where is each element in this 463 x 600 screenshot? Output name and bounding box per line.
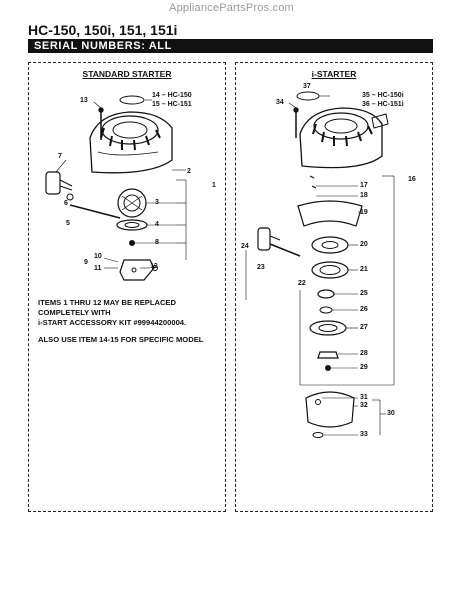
- serial-numbers-bar: SERIAL NUMBERS: ALL: [28, 39, 433, 53]
- callout-36: 36 – HC-151i: [362, 101, 404, 108]
- callout-11: 11: [94, 265, 102, 272]
- callout-16: 16: [408, 176, 416, 183]
- right-guard-19: [297, 200, 363, 227]
- callout-17: 17: [360, 182, 368, 189]
- standard-starter-title: STANDARD STARTER: [82, 69, 172, 79]
- right-pulley-21: [311, 261, 349, 279]
- callout-7: 7: [58, 153, 62, 160]
- left-handle: [45, 171, 61, 195]
- callout-3: 3: [155, 199, 159, 206]
- right-rope: [269, 243, 301, 257]
- callout-8: 8: [155, 239, 159, 246]
- left-cap-ring: [119, 95, 145, 105]
- callout-30: 30: [387, 410, 395, 417]
- callout-19: 19: [360, 209, 368, 216]
- callout-6: 6: [64, 200, 68, 207]
- callout-12: 12: [150, 263, 158, 270]
- callout-32: 32: [360, 402, 368, 409]
- callout-15: 15 – HC-151: [152, 101, 192, 108]
- right-housing: [299, 107, 383, 169]
- callout-33: 33: [360, 431, 368, 438]
- callout-10: 10: [94, 253, 102, 260]
- left-housing: [89, 111, 173, 174]
- left-rope: [69, 204, 121, 219]
- i-starter-title: i-STARTER: [311, 69, 357, 79]
- right-cap-ring: [296, 91, 320, 101]
- left-pawl-plate: [119, 259, 155, 281]
- callout-2: 2: [187, 168, 191, 175]
- callout-29: 29: [360, 364, 368, 371]
- callout-21: 21: [360, 266, 368, 273]
- i-starter-panel: i-STARTER: [235, 62, 433, 512]
- callout-28: 28: [360, 350, 368, 357]
- callout-1: 1: [212, 182, 216, 189]
- callout-4: 4: [155, 221, 159, 228]
- callout-37: 37: [303, 83, 311, 90]
- callout-5: 5: [66, 220, 70, 227]
- standard-starter-panel: STANDARD STARTER: [28, 62, 226, 512]
- callout-23: 23: [257, 264, 265, 271]
- callout-34: 34: [276, 99, 284, 106]
- callout-22: 22: [298, 280, 306, 287]
- replacement-note: ITEMS 1 THRU 12 MAY BE REPLACED COMPLETE…: [38, 298, 186, 328]
- callout-35: 35 – HC-150i: [362, 92, 404, 99]
- callout-14: 14 – HC-150: [152, 92, 192, 99]
- callout-26: 26: [360, 306, 368, 313]
- left-spring: [116, 219, 148, 231]
- watermark: AppliancePartsPros.com: [169, 2, 294, 14]
- right-pawl-plate: [305, 391, 355, 428]
- callout-27: 27: [360, 324, 368, 331]
- model-item-note: ALSO USE ITEM 14-15 FOR SPECIFIC MODEL: [38, 335, 204, 344]
- right-spring-25: [317, 289, 335, 299]
- replacement-note-line: i-START ACCESSORY KIT #99944200004.: [38, 318, 187, 327]
- replacement-note-line: ITEMS 1 THRU 12 MAY BE REPLACED: [38, 298, 176, 307]
- right-handle: [257, 227, 271, 251]
- callout-24: 24: [241, 243, 249, 250]
- callout-18: 18: [360, 192, 368, 199]
- right-drum-27: [309, 320, 347, 336]
- right-spring-20: [311, 236, 349, 254]
- right-decal: [371, 113, 389, 129]
- callout-25: 25: [360, 290, 368, 297]
- callout-9: 9: [84, 259, 88, 266]
- callout-13: 13: [80, 97, 88, 104]
- replacement-note-line: COMPLETELY WITH: [38, 308, 111, 317]
- model-heading: HC-150, 150i, 151, 151i: [28, 22, 178, 38]
- callout-20: 20: [360, 241, 368, 248]
- callout-31: 31: [360, 394, 368, 401]
